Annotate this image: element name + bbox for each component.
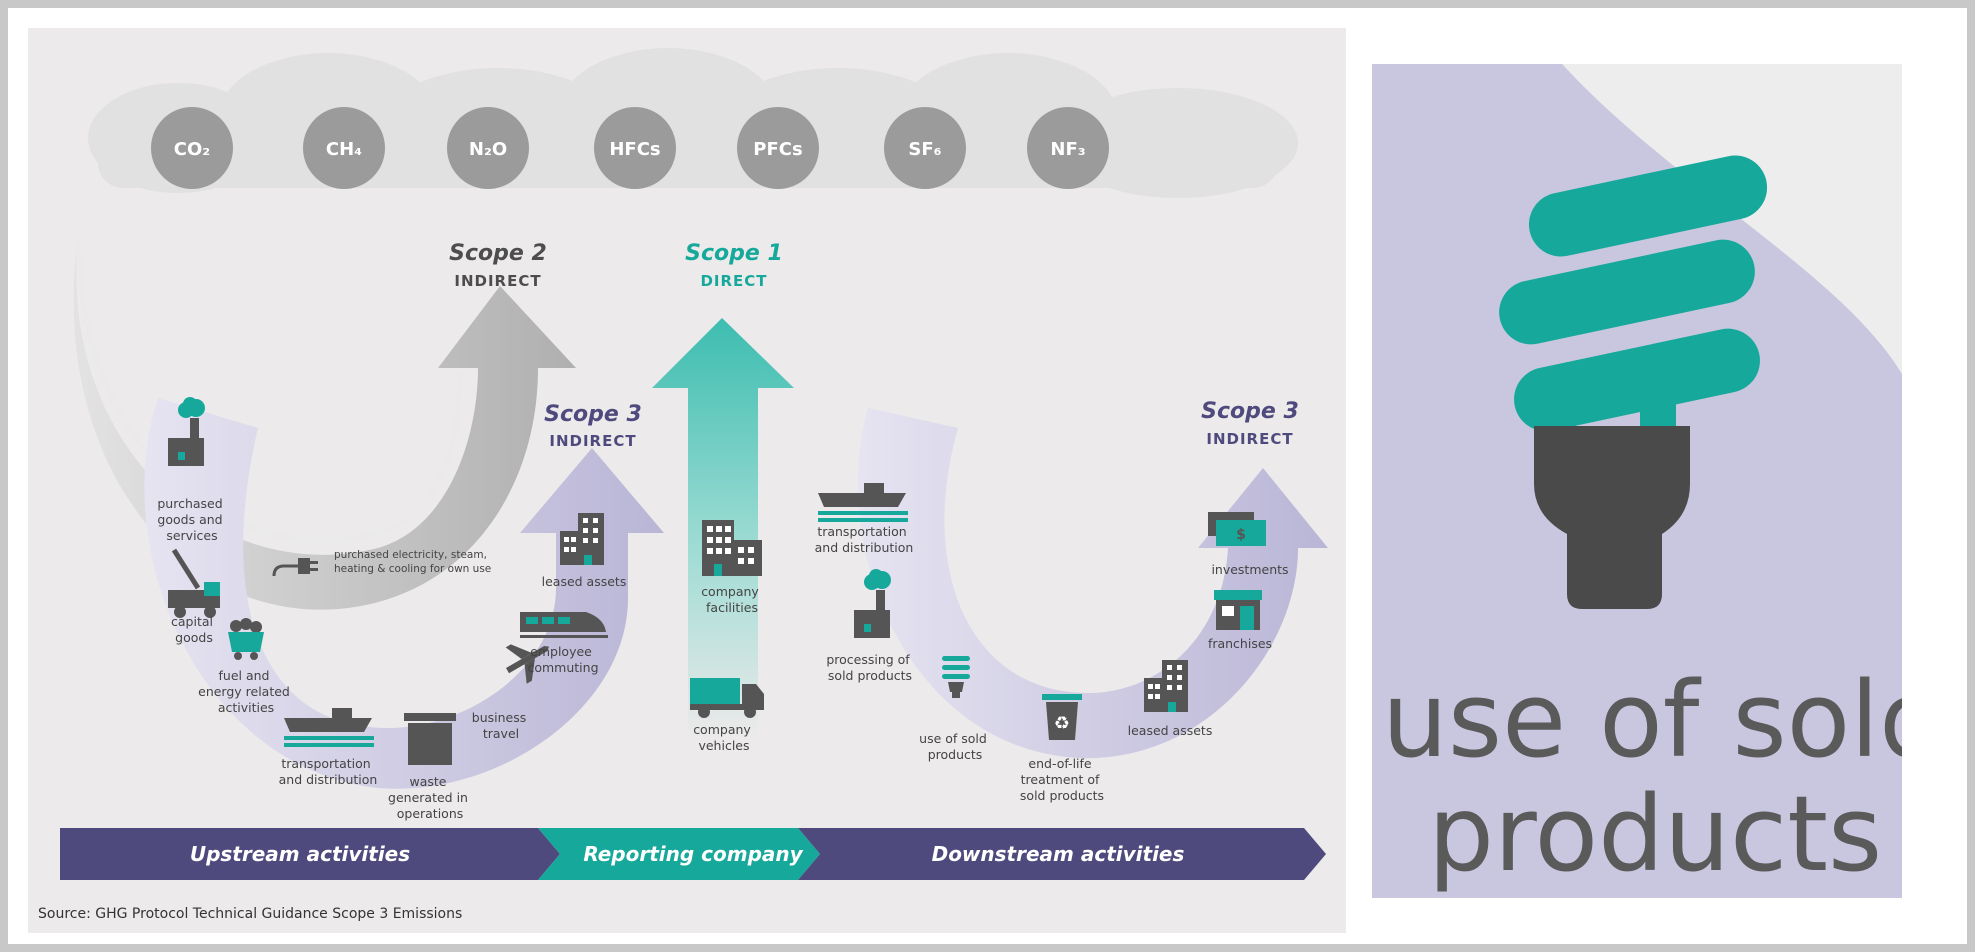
gas-pfcs: PFCs [753, 139, 802, 160]
card-title-line1: use of sold [1382, 659, 1902, 781]
gas-nf3: NF₃ [1050, 139, 1085, 160]
factory-icon [854, 569, 891, 638]
label-investments: investments [1211, 562, 1288, 577]
scope3-upstream-subtitle: INDIRECT [549, 432, 636, 450]
recycle-bin-icon: ♻ [1042, 694, 1082, 740]
bulb-icon [1499, 155, 1768, 609]
label-fuel-energy: fuel and energy related activities [198, 668, 294, 715]
gas-sf6: SF₆ [908, 139, 941, 160]
money-icon: $ [1208, 512, 1266, 546]
facilities-icon [702, 520, 762, 576]
plug-icon [272, 558, 318, 577]
ship-icon [818, 483, 908, 522]
storefront-icon [1214, 590, 1262, 630]
scope2-title: Scope 2 [449, 241, 547, 266]
label-use-of-sold-products: use of sold products [919, 731, 991, 762]
train-icon [520, 612, 608, 638]
bulb-icon [942, 656, 970, 698]
coal-cart-icon [228, 618, 264, 660]
label-downstream-transport: transportation and distribution [815, 524, 914, 555]
label-waste: waste generated in operations [388, 774, 472, 821]
label-business-travel: business travel [472, 710, 530, 741]
building-icon [1144, 660, 1188, 712]
ghg-scopes-diagram: CO₂ CH₄ N₂O HFCs PFCs SF₆ NF₃ Scope 2 IN… [28, 28, 1346, 933]
band-downstream: Downstream activities [932, 842, 1185, 866]
activity-band: Upstream activities Reporting company Do… [60, 828, 1326, 880]
scope3-upstream-title: Scope 3 [544, 402, 642, 427]
label-upstream-transport: transportation and distribution [279, 756, 378, 787]
label-employee-commuting: employee commuting [527, 644, 598, 675]
waste-bin-icon [404, 713, 456, 765]
building-icon [560, 513, 604, 565]
scope1-title: Scope 1 [685, 241, 783, 266]
scope2-subtitle: INDIRECT [454, 272, 541, 290]
band-upstream: Upstream activities [190, 842, 410, 866]
scope3-downstream-title: Scope 3 [1201, 399, 1299, 424]
clouds [88, 48, 1298, 198]
label-upstream-leased-assets: leased assets [542, 574, 627, 589]
label-company-facilities: company facilities [701, 584, 763, 615]
card-title-line2: products [1428, 773, 1882, 895]
source-caption: Source: GHG Protocol Technical Guidance … [38, 906, 462, 922]
scope3-downstream-arrow [857, 408, 1328, 759]
scope1-subtitle: DIRECT [700, 272, 767, 290]
gas-hfcs: HFCs [609, 139, 660, 160]
factory-icon [168, 397, 205, 466]
label-purchased-goods: purchased goods and services [157, 496, 226, 543]
truck-icon [690, 678, 764, 718]
gas-n2o: N₂O [469, 139, 507, 160]
crane-truck-icon [168, 548, 220, 618]
label-processing: processing of sold products [826, 652, 913, 683]
scope3-upstream-arrow [144, 398, 665, 789]
label-capital-goods: capital goods [171, 614, 217, 645]
scope3-downstream-subtitle: INDIRECT [1206, 430, 1293, 448]
gas-circles: CO₂ CH₄ N₂O HFCs PFCs SF₆ NF₃ [151, 107, 1109, 189]
label-downstream-leased-assets: leased assets [1128, 723, 1213, 738]
gas-co2: CO₂ [174, 139, 210, 160]
label-company-vehicles: company vehicles [693, 722, 755, 753]
gas-ch4: CH₄ [326, 139, 362, 160]
label-franchises: franchises [1208, 636, 1272, 651]
scope2-arrow [73, 237, 576, 610]
label-end-of-life: end-of-life treatment of sold products [1020, 756, 1104, 803]
svg-text:$: $ [1236, 527, 1246, 543]
ship-icon [284, 708, 374, 747]
label-purchased-electricity: purchased electricity, steam, heating & … [334, 549, 491, 575]
svg-text:♻: ♻ [1054, 713, 1070, 734]
airplane-icon [505, 644, 550, 684]
use-of-sold-products-card: use of sold products [1372, 64, 1902, 898]
band-reporting: Reporting company [583, 842, 803, 866]
